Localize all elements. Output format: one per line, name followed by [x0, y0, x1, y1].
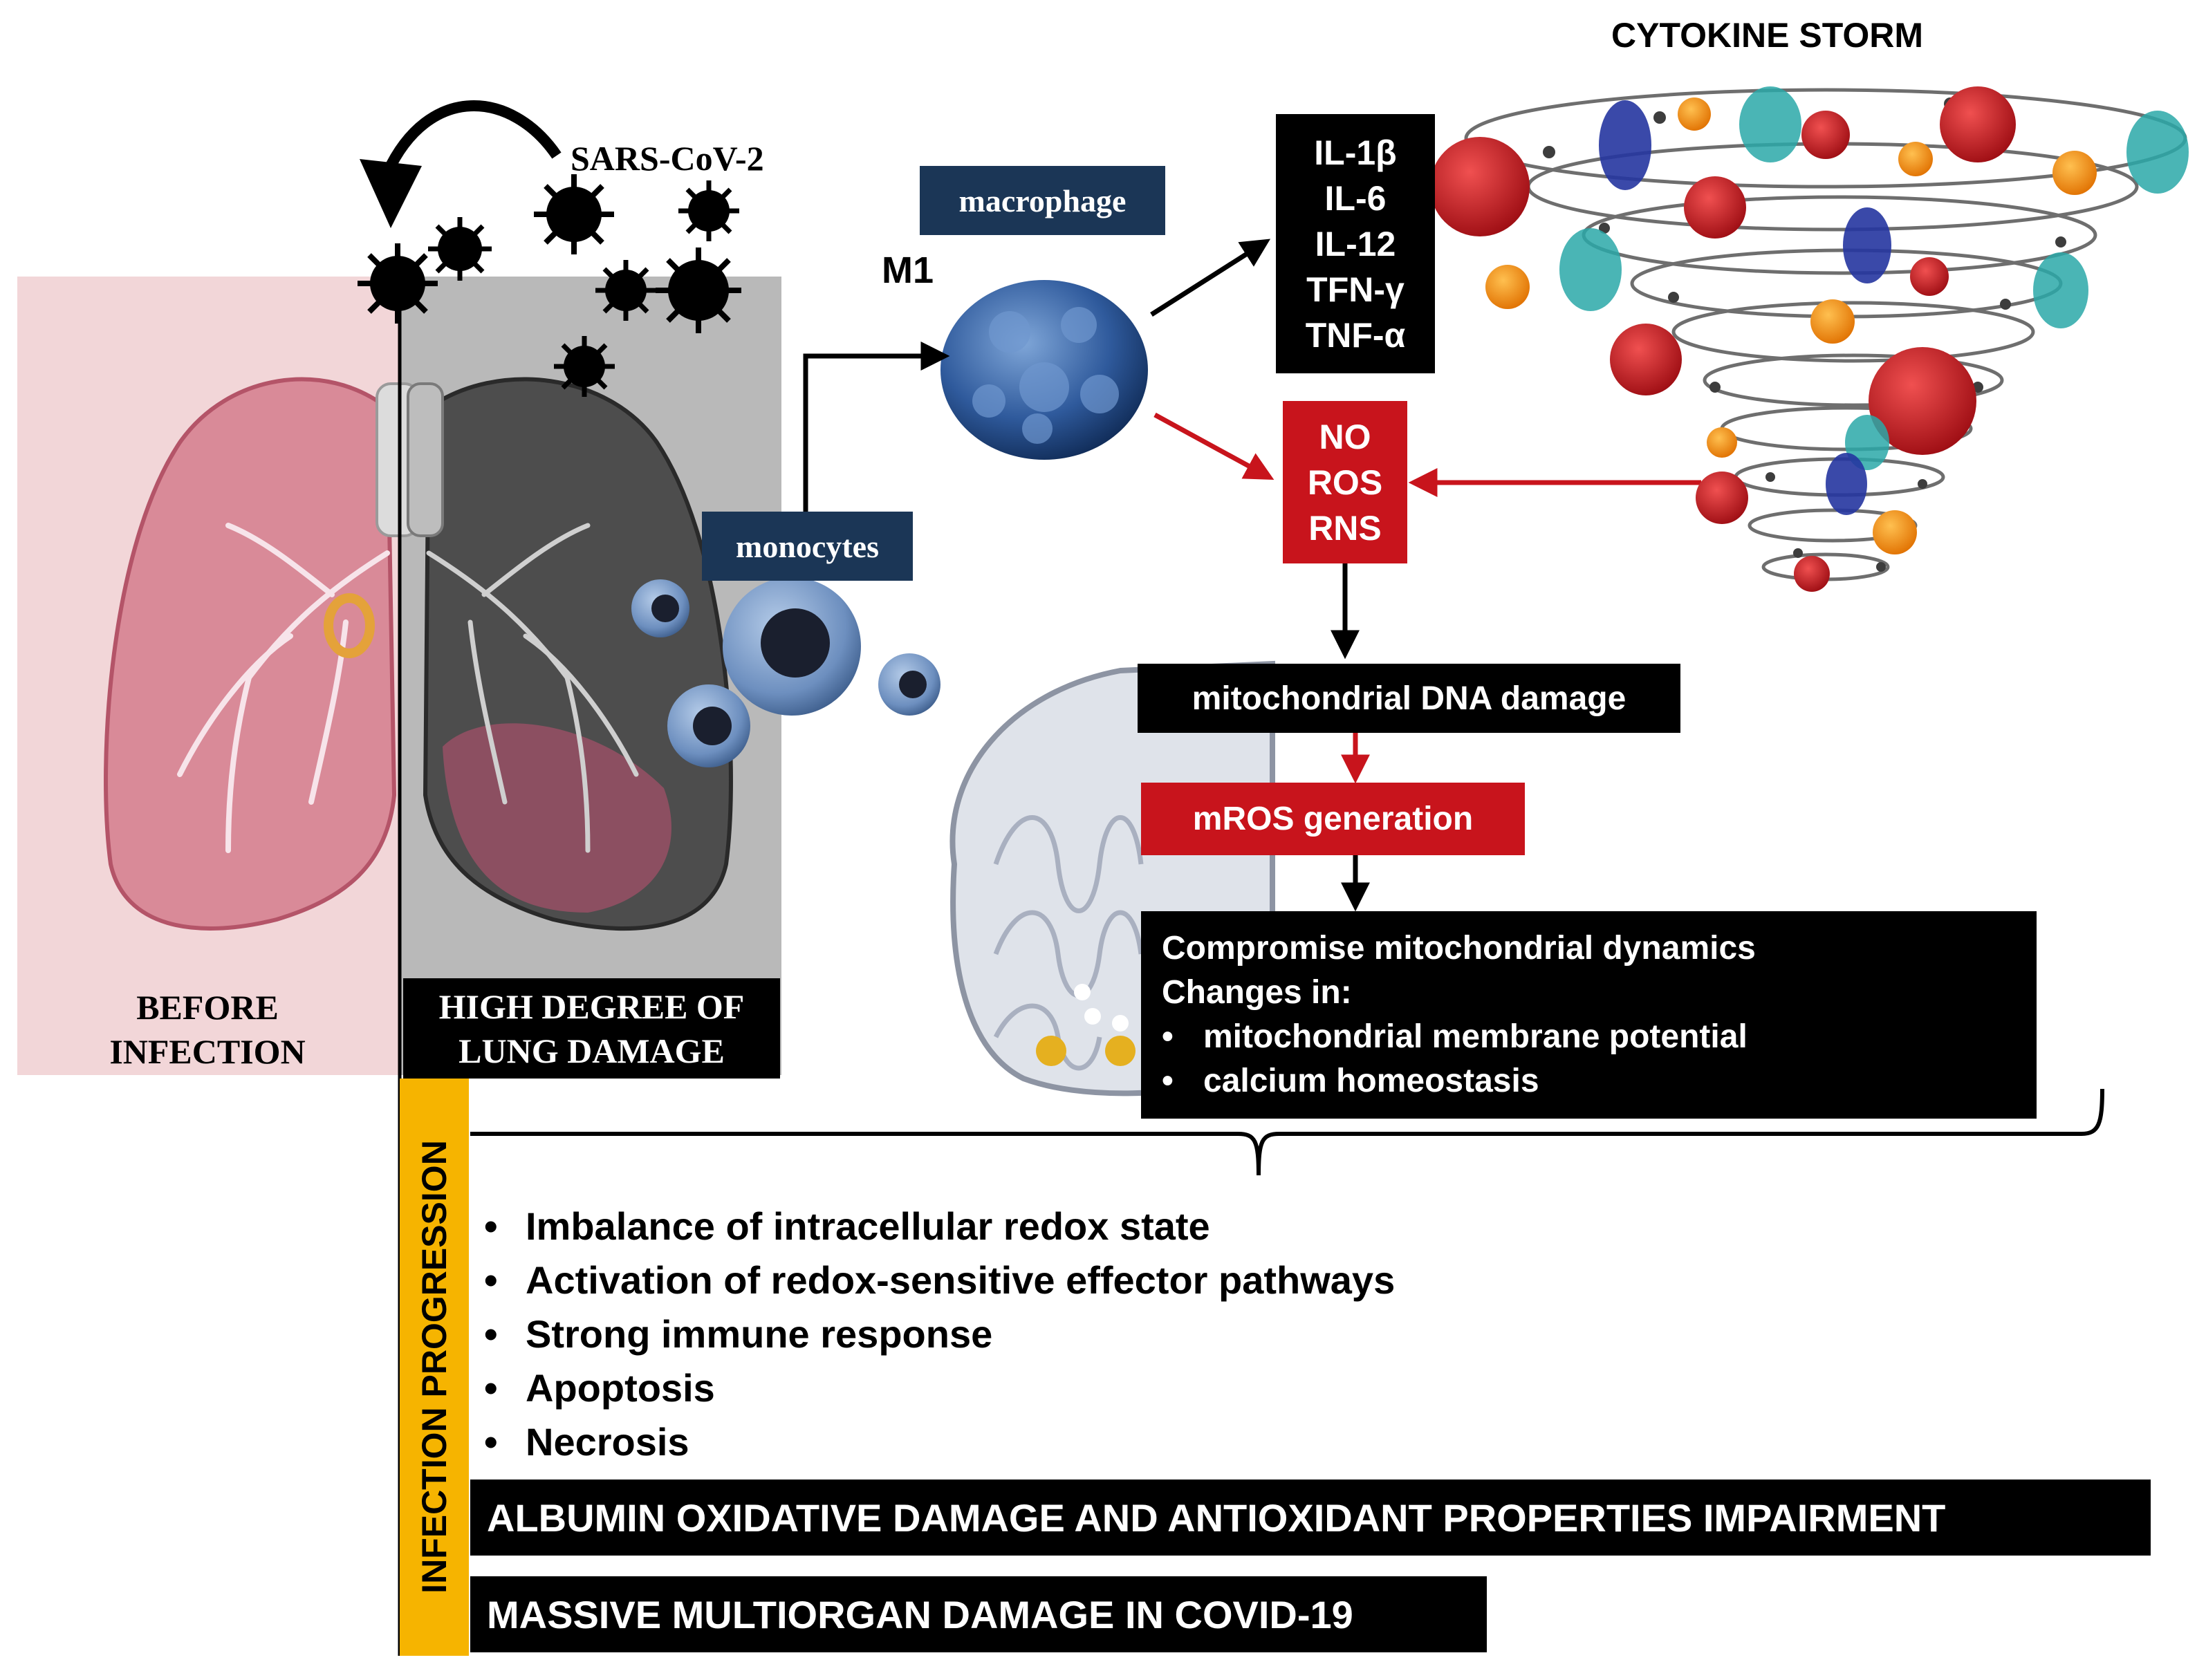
- mros-generation-box: mROS generation: [1141, 783, 1525, 855]
- species-ros: ROS: [1307, 463, 1383, 502]
- damaged-lung-illustration: [407, 377, 733, 931]
- damage-line-1: HIGH DEGREE OF: [438, 987, 745, 1026]
- summary-bracket: [470, 1088, 2104, 1176]
- mito-dynamics-line-2: Changes in:: [1162, 974, 1352, 1011]
- infection-progression-label: INFECTION PROGRESSION: [415, 1140, 454, 1594]
- effect-redox-imbalance: Imbalance of intracellular redox state: [484, 1200, 1591, 1253]
- cytokine-tnf-alpha: TNF-α: [1305, 315, 1406, 355]
- macrophage-cell: [940, 280, 1148, 460]
- mito-dynamics-line-1: Compromise mitochondrial dynamics: [1162, 930, 1756, 967]
- healthy-lung-illustration: [104, 377, 420, 931]
- mito-dna-damage-box: mitochondrial DNA damage: [1138, 664, 1680, 733]
- cytokine-storm-title: CYTOKINE STORM: [1611, 16, 1923, 55]
- pathway-arrows: [803, 239, 1701, 912]
- lung-damage-label: HIGH DEGREE OF LUNG DAMAGE: [403, 978, 780, 1079]
- species-rns: RNS: [1308, 508, 1382, 548]
- damage-line-2: LUNG DAMAGE: [458, 1031, 725, 1070]
- virus-label: SARS-CoV-2: [571, 139, 764, 178]
- infection-progression-bar: [400, 1079, 469, 1656]
- mito-bullet-calcium: calcium homeostasis: [1162, 1059, 2037, 1103]
- cytokine-list: IL-1β IL-6 IL-12 TFN-γ TNF-α: [1276, 114, 1435, 373]
- effect-necrosis: Necrosis: [484, 1415, 1591, 1469]
- before-line-1: BEFORE: [136, 988, 279, 1027]
- mito-dynamics-bullets: mitochondrial membrane potential calcium…: [1162, 1015, 2037, 1103]
- before-line-2: INFECTION: [109, 1032, 306, 1071]
- cytokine-tfn-gamma: TFN-γ: [1306, 270, 1405, 309]
- virus-particles: [358, 174, 741, 397]
- multiorgan-banner: MASSIVE MULTIORGAN DAMAGE IN COVID-19: [470, 1576, 1487, 1652]
- m1-label: M1: [882, 250, 934, 291]
- effect-apoptosis: Apoptosis: [484, 1361, 1591, 1415]
- entry-curved-arrow: [382, 100, 562, 176]
- cytokine-il6: IL-6: [1324, 178, 1387, 218]
- albumin-banner: ALBUMIN OXIDATIVE DAMAGE AND ANTIOXIDANT…: [470, 1480, 2151, 1556]
- effects-list: Imbalance of intracellular redox state A…: [484, 1200, 1591, 1469]
- reactive-species-box: NO ROS RNS: [1283, 401, 1407, 563]
- monocytes-label: monocytes: [702, 512, 913, 581]
- mito-dynamics-box: Compromise mitochondrial dynamics Change…: [1141, 911, 2037, 1119]
- effect-effector-pathways: Activation of redox-sensitive effector p…: [484, 1253, 1591, 1307]
- before-infection-label: BEFORE INFECTION: [62, 985, 353, 1074]
- mito-bullet-membrane: mitochondrial membrane potential: [1162, 1015, 2037, 1059]
- species-no: NO: [1319, 417, 1371, 456]
- macrophage-label: macrophage: [920, 166, 1165, 235]
- cytokine-storm-illustration: [1430, 86, 2189, 592]
- cytokine-il12: IL-12: [1315, 224, 1396, 263]
- cytokine-il1b: IL-1β: [1314, 133, 1397, 172]
- effect-immune-response: Strong immune response: [484, 1307, 1591, 1361]
- monocyte-cells: [631, 577, 940, 767]
